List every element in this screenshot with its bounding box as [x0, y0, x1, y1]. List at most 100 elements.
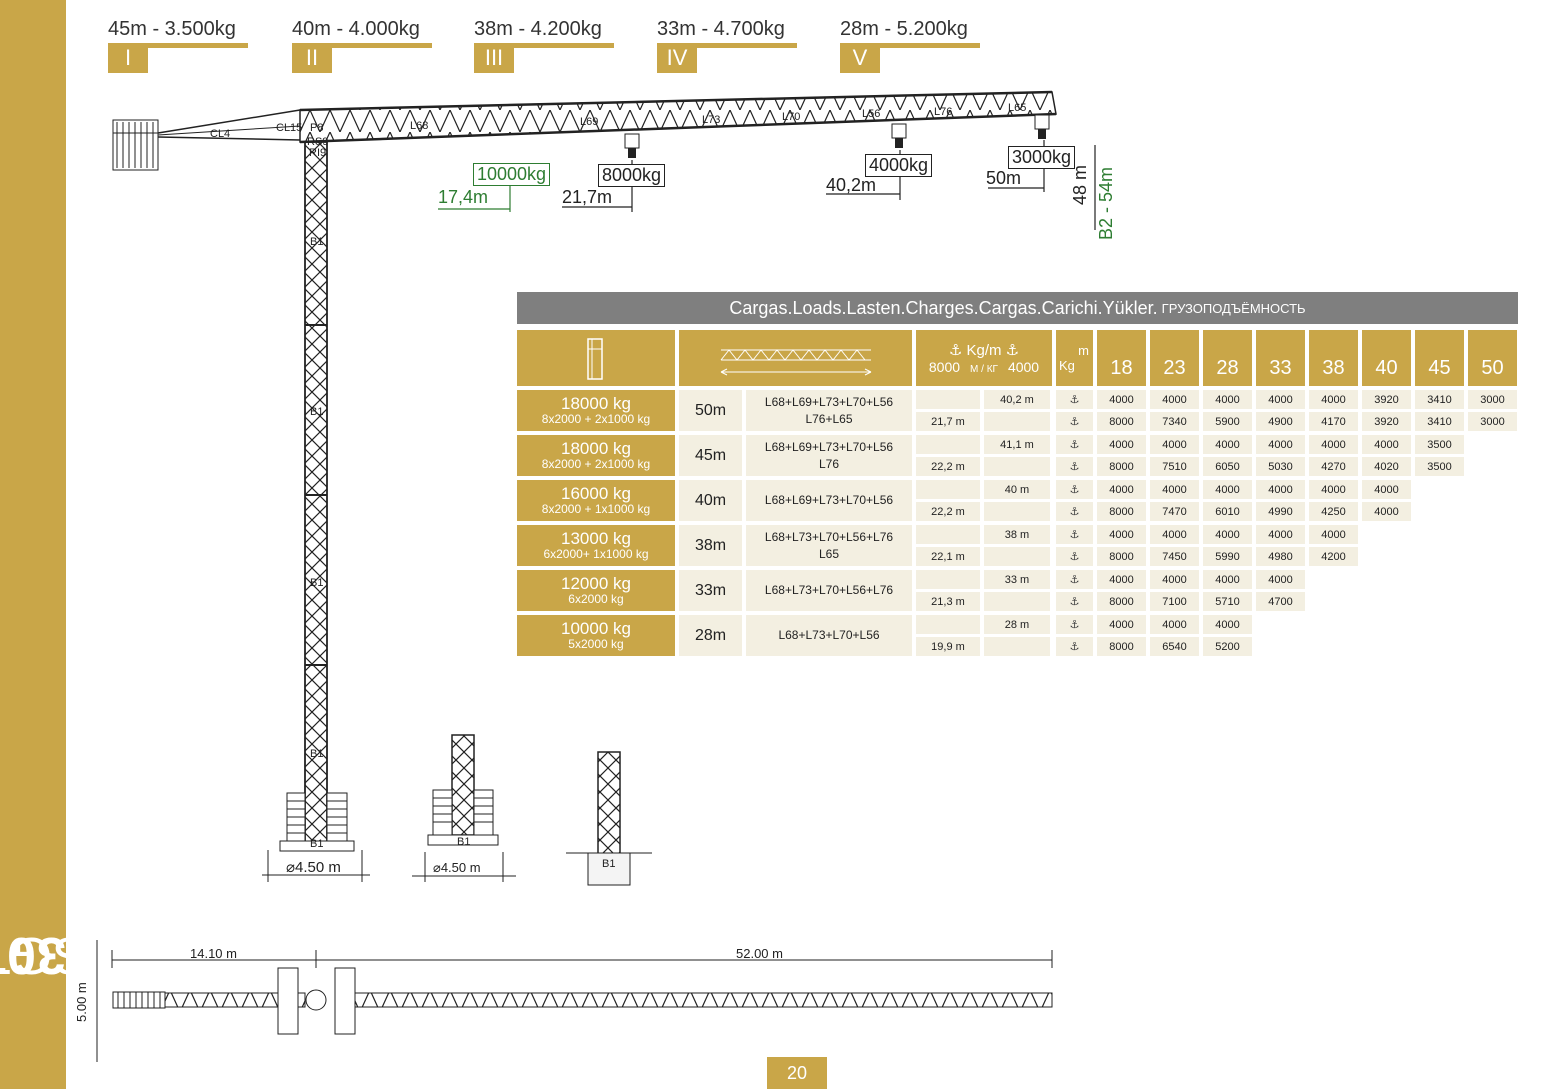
- mast-label: B1: [310, 236, 324, 248]
- value-cell: [1362, 525, 1411, 544]
- row-comp-1: L68+L73+L70+L56+L76: [764, 529, 894, 544]
- km-empty: [984, 592, 1050, 611]
- value-cell: 4700: [1256, 592, 1305, 611]
- kgm-header: ⚓ Kg/m ⚓ 8000 М / КГ 4000: [916, 330, 1052, 386]
- row-load: 13000 kg: [561, 528, 631, 548]
- mast-label: B1: [310, 748, 324, 760]
- value-cell: 4000: [1362, 435, 1411, 454]
- row-km-top: 28 m: [984, 615, 1050, 634]
- double-hook-icon: ⚓: [1056, 547, 1093, 566]
- value-cell: 4000: [1203, 615, 1252, 634]
- m-kg-header: m Kg: [1056, 330, 1093, 386]
- single-hook-icon: ⚓: [1056, 525, 1093, 544]
- value-cell: 3920: [1362, 412, 1411, 431]
- distance-header: 40: [1362, 330, 1411, 386]
- hdr-4000: 4000: [1007, 359, 1040, 375]
- row-km-bottom: 19,9 m: [916, 637, 980, 656]
- value-cell: 4000: [1150, 480, 1199, 499]
- counterweight: [112, 119, 159, 171]
- row-km-top: 38 m: [984, 525, 1050, 544]
- dist-40-2: 40,2m: [826, 175, 877, 195]
- value-cell: [1415, 547, 1464, 566]
- value-cell: 5990: [1203, 547, 1252, 566]
- jib-label-l68: L68: [410, 120, 429, 132]
- row-comp-1: L68+L69+L73+L70+L56: [764, 394, 894, 409]
- value-cell: [1468, 480, 1517, 499]
- value-cell: 4270: [1309, 457, 1358, 476]
- row-load: 16000 kg: [561, 483, 631, 503]
- row-km-bottom: 22,2 m: [916, 502, 980, 521]
- dist-21-7: 21,7m: [562, 187, 613, 207]
- value-cell: 7450: [1150, 547, 1199, 566]
- row-km-bottom: 21,7 m: [916, 412, 980, 431]
- single-hook-icon: ⚓: [1056, 615, 1093, 634]
- km-empty: [984, 547, 1050, 566]
- jib-label-l69: L69: [580, 116, 599, 128]
- config-label: 40m - 4.000kg: [292, 18, 420, 40]
- value-cell: 6010: [1203, 502, 1252, 521]
- value-cell: [1415, 637, 1464, 656]
- value-cell: [1415, 480, 1464, 499]
- km-empty: [916, 525, 980, 544]
- value-cell: [1362, 592, 1411, 611]
- row-comp-2: L65: [818, 546, 839, 561]
- value-cell: [1468, 592, 1517, 611]
- value-cell: 4000: [1097, 570, 1146, 589]
- config-label: 45m - 3.500kg: [108, 18, 236, 40]
- table-title-ru: ГРУЗОПОДЪЁМНОСТЬ: [1161, 300, 1306, 316]
- double-hook-icon: ⚓: [1056, 412, 1093, 431]
- value-cell: [1256, 615, 1305, 634]
- value-cell: 4020: [1362, 457, 1411, 476]
- row-comp-1: L68+L73+L70+L56: [778, 628, 880, 643]
- value-cell: 8000: [1097, 592, 1146, 611]
- row-comp-1: L68+L69+L73+L70+L56: [764, 493, 894, 508]
- value-cell: [1362, 570, 1411, 589]
- table-title-text: Cargas.Loads.Lasten.Charges.Cargas.Caric…: [729, 297, 1158, 318]
- dist-17-4: 17,4m: [438, 187, 489, 207]
- km-empty: [984, 412, 1050, 431]
- value-cell: 4000: [1150, 435, 1199, 454]
- config-label: 33m - 4.700kg: [657, 18, 785, 40]
- row-hook-icons: ⚓⚓: [1056, 390, 1093, 431]
- double-hook-icon: ⚓: [1056, 502, 1093, 521]
- single-hook-icon: ⚓: [1056, 570, 1093, 589]
- config-roman: II: [292, 43, 332, 73]
- value-cell: 5900: [1203, 412, 1252, 431]
- hdr-kgm: Kg/m: [966, 342, 1002, 359]
- plan-dim-counter: 14.10 m: [190, 946, 237, 961]
- config-roman: IV: [657, 43, 697, 73]
- row-jib: 50m: [679, 390, 742, 431]
- row-comp-1: L68+L69+L73+L70+L56: [764, 439, 894, 454]
- value-cell: [1309, 615, 1358, 634]
- distance-header: 23: [1150, 330, 1199, 386]
- value-cell: [1415, 615, 1464, 634]
- value-cell: 4000: [1203, 525, 1252, 544]
- jib-label-l65: L65: [1008, 102, 1027, 114]
- value-cell: 3000: [1468, 390, 1517, 409]
- value-cell: 7510: [1150, 457, 1199, 476]
- value-cell: [1362, 547, 1411, 566]
- jib-label-l70: L70: [782, 111, 801, 123]
- config-roman: I: [108, 43, 148, 73]
- value-cell: 4990: [1256, 502, 1305, 521]
- row-comp-2: L76+L65: [805, 411, 853, 426]
- value-cell: 3000: [1468, 412, 1517, 431]
- hdr-m: m: [1078, 343, 1089, 358]
- mast-icon: [517, 330, 675, 386]
- row-hook-icons: ⚓⚓: [1056, 480, 1093, 521]
- value-cell: 4000: [1309, 435, 1358, 454]
- double-hook-icon: ⚓: [1056, 592, 1093, 611]
- value-cell: [1415, 525, 1464, 544]
- km-empty: [984, 502, 1050, 521]
- row-hook-icons: ⚓⚓: [1056, 525, 1093, 566]
- base-dim-2: ⌀4.50 m: [433, 860, 481, 875]
